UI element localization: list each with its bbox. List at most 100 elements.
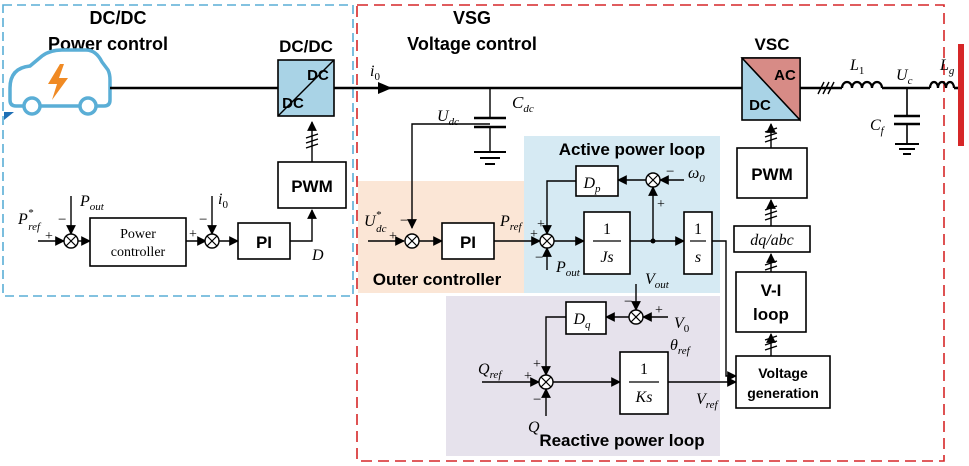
one-over-ks-block bbox=[619, 351, 669, 415]
i0-bus-label: i0 bbox=[370, 63, 380, 83]
inductor-l1 bbox=[840, 80, 884, 89]
dcdc-converter-caption: DC/DC bbox=[279, 37, 333, 56]
one-over-s-denominator: s bbox=[695, 249, 701, 266]
vi-loop-label-line2: loop bbox=[753, 305, 789, 324]
vsg-voltage-control-border bbox=[356, 4, 945, 462]
cdc-label: Cdc bbox=[512, 93, 534, 115]
dqabc-to-pwm-signal bbox=[764, 199, 778, 226]
sum3-minus-sign: − bbox=[400, 213, 408, 229]
sum3-plus-sign: + bbox=[389, 229, 397, 244]
vsc-converter-caption: VSC bbox=[755, 35, 790, 54]
pref-star-label: P*ref bbox=[17, 207, 42, 233]
vsc-ac-label: AC bbox=[774, 67, 796, 84]
power-controller-label-line1: Power bbox=[120, 227, 156, 242]
sum6-minus-sign: − bbox=[624, 294, 632, 310]
dcdc-bottom-label: DC bbox=[282, 95, 304, 112]
sum4-minus-sign: − bbox=[535, 250, 543, 266]
vsg-region-title-line1: VSG bbox=[453, 8, 491, 28]
one-over-s-numerator: 1 bbox=[694, 221, 702, 238]
vi-to-dqabc-ticks bbox=[764, 260, 778, 271]
summing-junction-1 bbox=[63, 233, 79, 249]
sum7-plus-sign-top: + bbox=[533, 357, 541, 372]
d-signal-line bbox=[290, 209, 317, 242]
ac-filter-network bbox=[800, 80, 958, 155]
voltage-generation-block bbox=[735, 355, 831, 409]
vsg-region-title-line2: Voltage control bbox=[407, 34, 537, 54]
theta-to-voltage-gen-line bbox=[712, 240, 737, 381]
udc-feedback-line bbox=[407, 123, 490, 229]
sum2-plus-sign: + bbox=[189, 227, 197, 242]
active-power-loop-label: Active power loop bbox=[559, 140, 705, 159]
dq-abc-label: dq/abc bbox=[750, 232, 794, 249]
one-over-js-numerator: 1 bbox=[603, 221, 611, 238]
pout-left-label: Pout bbox=[79, 193, 105, 213]
dp-block bbox=[575, 165, 619, 197]
dcdc-converter: DC DC bbox=[277, 59, 335, 117]
inductor-lg bbox=[928, 80, 956, 89]
dq-to-sum7-line bbox=[541, 316, 566, 376]
sum5-plus-sign-bottom: + bbox=[657, 197, 665, 212]
l1-label: L1 bbox=[849, 57, 864, 77]
qref-label: Qref bbox=[478, 361, 503, 381]
pwm-left-block bbox=[277, 161, 347, 209]
dcdc-top-label: DC bbox=[307, 67, 329, 84]
pout-right-label: Pout bbox=[555, 259, 581, 279]
sum1-plus-sign: + bbox=[45, 229, 53, 244]
pwm-right-label: PWM bbox=[751, 165, 793, 184]
pwm-right-gate-signal bbox=[764, 123, 778, 148]
i0-bus-arrow-icon bbox=[378, 82, 392, 94]
vi-loop-label-line1: V-I bbox=[761, 281, 782, 300]
vsc-converter: AC DC bbox=[740, 57, 801, 122]
sum1-minus-sign: − bbox=[58, 212, 66, 228]
pref-label: Pref bbox=[499, 213, 524, 233]
dq-label: Dq bbox=[572, 311, 591, 331]
vi-loop-block bbox=[735, 271, 807, 333]
power-controller-block bbox=[89, 217, 187, 267]
d-signal-label: D bbox=[311, 247, 324, 264]
cf-label: Cf bbox=[870, 117, 886, 137]
udc-star-label: U*dc bbox=[364, 209, 387, 235]
dcdc-region-title-line1: DC/DC bbox=[90, 8, 147, 28]
summing-junction-2 bbox=[204, 233, 220, 249]
vsc-dc-label: DC bbox=[749, 97, 771, 114]
pwm-left-gate-signal bbox=[305, 121, 319, 162]
sum7-plus-sign-left: + bbox=[524, 369, 532, 384]
one-over-s-block bbox=[683, 211, 713, 275]
pi-left-block bbox=[237, 222, 291, 260]
one-over-js-denominator: Js bbox=[600, 249, 613, 266]
grid-bar bbox=[958, 44, 964, 146]
summing-junction-3 bbox=[404, 233, 420, 249]
udc-label: Udc bbox=[437, 108, 459, 128]
one-over-ks-numerator: 1 bbox=[640, 361, 648, 378]
reactive-power-loop-label: Reactive power loop bbox=[539, 431, 704, 450]
voltage-generation-label-line1: Voltage bbox=[758, 365, 808, 381]
summing-junction-7 bbox=[538, 374, 554, 390]
voltage-generation-label-line2: generation bbox=[747, 385, 819, 401]
one-over-ks-denominator: Ks bbox=[635, 389, 653, 406]
sum5-minus-sign: − bbox=[666, 164, 674, 180]
pi-outer-label: PI bbox=[460, 233, 476, 252]
dcdc-power-control-border bbox=[2, 4, 354, 297]
dc-link-capacitor bbox=[474, 88, 506, 165]
pi-left-label: PI bbox=[256, 233, 272, 252]
pwm-right-block bbox=[736, 147, 808, 199]
lightning-bolt-icon bbox=[48, 64, 68, 100]
sum7-minus-sign: − bbox=[533, 392, 541, 408]
dq-block bbox=[565, 301, 607, 335]
summing-junction-4 bbox=[539, 233, 555, 249]
one-over-js-block bbox=[583, 211, 631, 275]
dp-label: Dp bbox=[582, 175, 601, 195]
v0-label: V0 bbox=[674, 315, 690, 335]
sum2-minus-sign: − bbox=[199, 212, 207, 228]
power-controller-label-line2: controller bbox=[111, 245, 166, 260]
i0-left-label: i0 bbox=[218, 191, 228, 211]
electric-car-icon bbox=[4, 48, 112, 120]
outer-controller-label: Outer controller bbox=[373, 270, 502, 289]
vref-label: Vref bbox=[696, 391, 720, 411]
dp-to-sum4-line bbox=[542, 180, 576, 235]
uc-label: Uc bbox=[896, 67, 913, 87]
q-label: Q bbox=[528, 419, 540, 436]
theta-ref-label: θref bbox=[670, 337, 692, 357]
omega0-label: ω0 bbox=[688, 165, 705, 185]
